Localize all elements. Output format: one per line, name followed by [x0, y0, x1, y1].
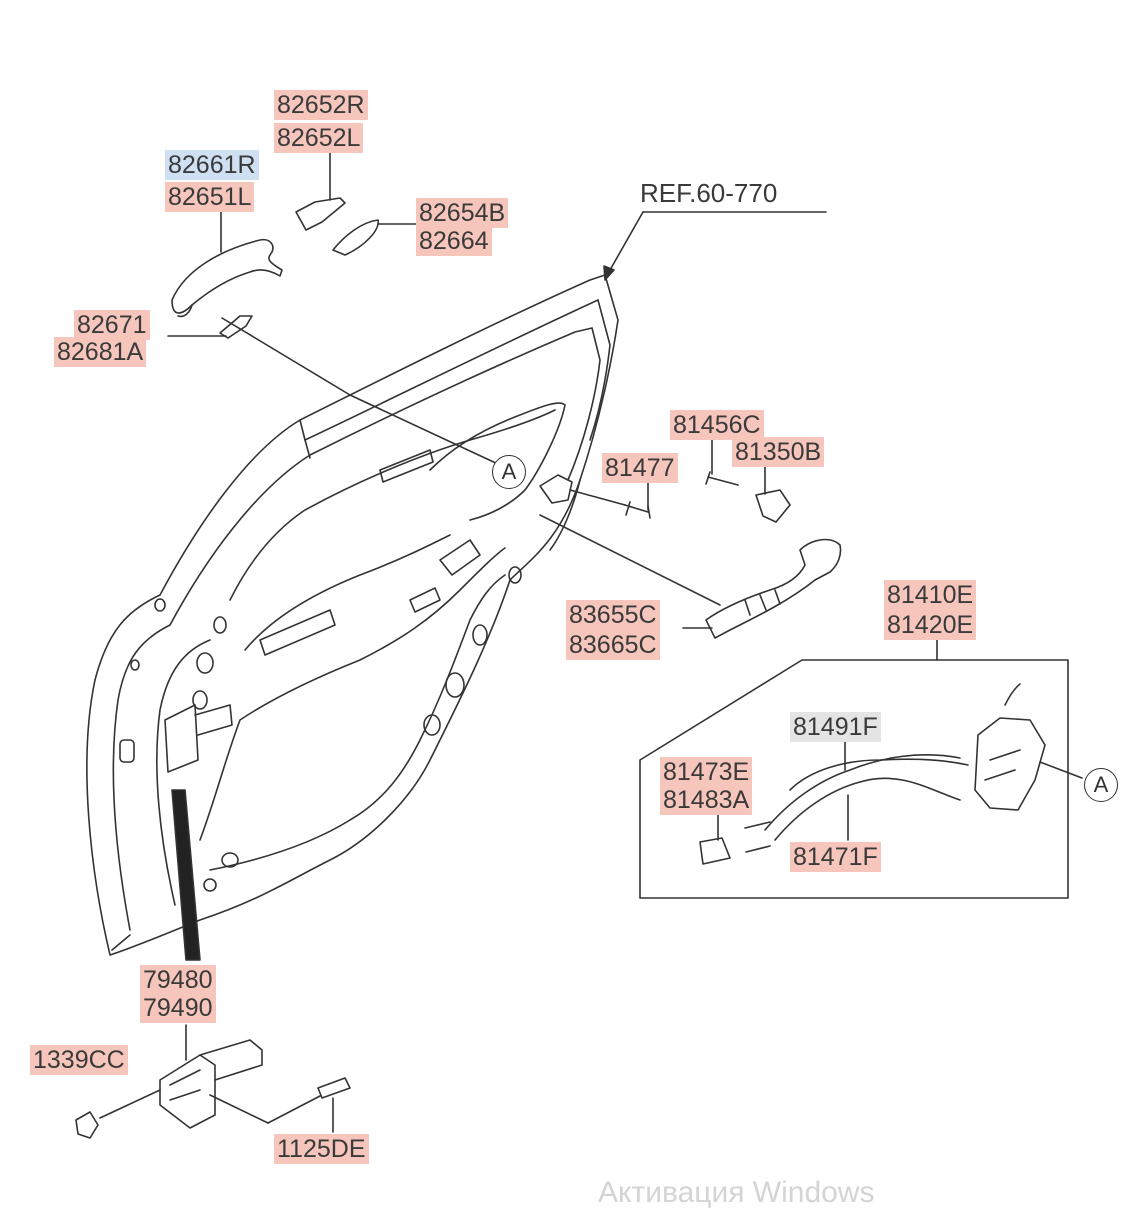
callout-a-door: A	[492, 455, 526, 489]
part-label-1339CC: 1339CC	[30, 1045, 128, 1075]
bracket-drawing	[539, 474, 573, 504]
lock-knob-drawing	[699, 837, 731, 865]
part-label-82661R: 82661R	[165, 150, 259, 180]
part-label-81491F: 81491F	[790, 712, 881, 742]
callout-a-latch: A	[1084, 768, 1118, 802]
handle-gasket-drawing	[332, 219, 379, 256]
part-label-83665C: 83665C	[566, 630, 660, 660]
part-label-81420E: 81420E	[884, 610, 977, 640]
part-label-81477: 81477	[602, 453, 678, 483]
part-label-81456C: 81456C	[670, 410, 764, 440]
lock-assembly-box	[639, 659, 1069, 899]
door-hinge-drawing	[164, 704, 199, 773]
handle-cover-drawing	[219, 315, 253, 339]
part-label-82652L: 82652L	[274, 123, 364, 153]
part-label-81410E: 81410E	[884, 580, 977, 610]
part-label-82652R: 82652R	[274, 90, 368, 120]
part-label-81483A: 81483A	[660, 785, 753, 815]
part-label-82664: 82664	[416, 226, 492, 256]
part-label-81350B: 81350B	[732, 437, 825, 467]
part-label-82651L: 82651L	[165, 182, 255, 212]
part-label-81473E: 81473E	[660, 757, 753, 787]
part-label-1125DE: 1125DE	[274, 1134, 369, 1164]
part-label-82671: 82671	[74, 310, 150, 340]
bolt-1125DE-drawing	[317, 1077, 351, 1099]
door-panel-drawing	[86, 274, 619, 956]
nut-1339CC-drawing	[75, 1111, 99, 1139]
door-check-drawing	[159, 1054, 216, 1129]
door-latch-drawing	[974, 717, 1046, 811]
reference-arrowhead	[603, 265, 615, 281]
part-label-83655C: 83655C	[566, 600, 660, 630]
part-label-81471F: 81471F	[790, 842, 881, 872]
lock-cable-upper-drawing	[764, 753, 961, 831]
outside-handle-drawing	[171, 238, 283, 314]
part-label-82681A: 82681A	[54, 337, 147, 367]
handle-cap-drawing	[295, 197, 346, 231]
part-label-79480: 79480	[140, 965, 216, 995]
clip-81350B-drawing	[755, 489, 791, 523]
door-holes	[119, 566, 522, 892]
bolt-81477-drawing	[624, 501, 651, 519]
activation-watermark: Активация Windows	[598, 1176, 875, 1209]
reference-label: REF.60-770	[640, 178, 778, 208]
part-label-82654B: 82654B	[416, 198, 509, 228]
leader-lines	[99, 151, 1083, 1133]
part-label-79490: 79490	[140, 993, 216, 1023]
bolt-81456C-drawing	[705, 471, 739, 486]
outside-handle-frame-drawing	[705, 538, 842, 639]
